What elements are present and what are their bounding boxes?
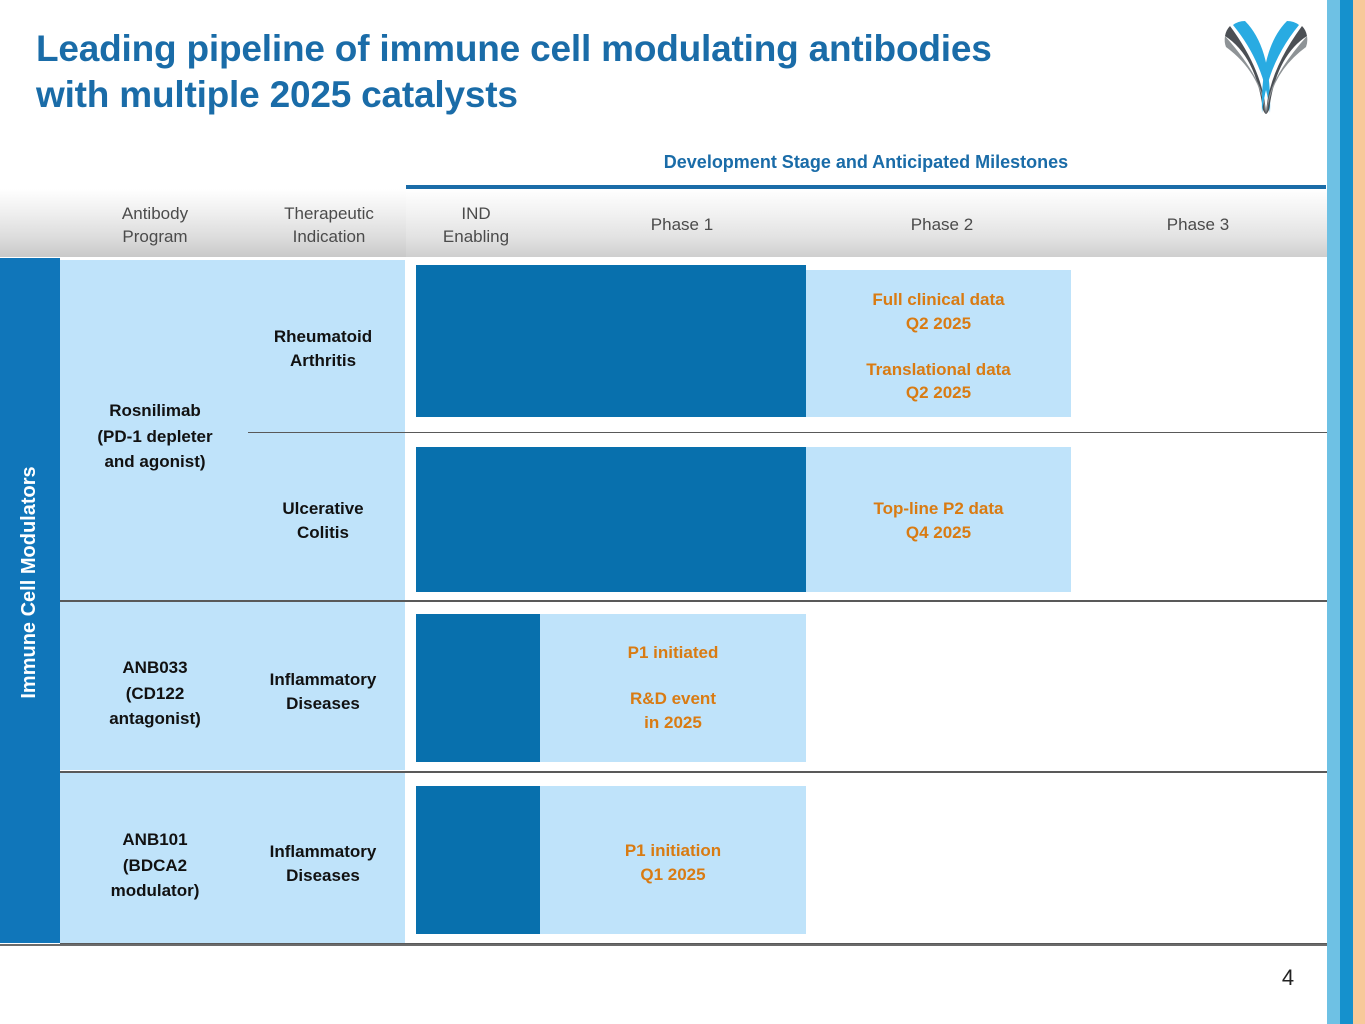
milestone-ra-0-line1: Full clinical data	[872, 290, 1005, 309]
indication-uc-line1: Ulcerative	[282, 499, 364, 518]
milestone-ra-1-line1: Translational data	[866, 359, 1011, 379]
column-header-therapeutic-indication: Therapeutic Indication	[255, 203, 403, 249]
col-antibody-line2: Program	[122, 226, 188, 246]
progress-bar-light-anb033	[540, 614, 806, 762]
indication-ulcerative-colitis: Ulcerative Colitis	[248, 497, 398, 545]
col-phase3-label: Phase 3	[1166, 215, 1230, 234]
edge-stripe-peach	[1353, 0, 1365, 1024]
indication-uc-line2: Colitis	[297, 522, 349, 542]
milestone-ra-spacer	[806, 336, 1071, 358]
col-ind-enabling-line2: Enabling	[442, 226, 510, 246]
title-line-2: with multiple 2025 catalysts	[36, 74, 518, 116]
indication-anb101-line1: Inflammatory	[269, 842, 377, 861]
col-indication-line2: Indication	[292, 226, 366, 246]
antibody-y-logo-icon	[1216, 12, 1316, 117]
milestone-rosnilimab-ra: Full clinical data Q2 2025 Translational…	[806, 288, 1071, 405]
col-antibody-line1: Antibody	[121, 204, 189, 223]
title-line-1: Leading pipeline of immune cell modulati…	[36, 28, 992, 69]
program-anb101-line1: ANB101	[122, 830, 188, 849]
col-phase1-label: Phase 1	[650, 215, 714, 234]
col-ind-enabling-line1: IND	[461, 204, 491, 223]
milestone-anb033: P1 initiated R&D event in 2025	[540, 641, 806, 734]
category-bar-label: Immune Cell Modulators	[18, 466, 40, 699]
milestone-anb033-1-line2: in 2025	[644, 712, 702, 732]
indication-anb033-line2: Diseases	[286, 693, 360, 713]
row-divider-after-anb033	[60, 771, 1327, 773]
milestone-rosnilimab-uc: Top-line P2 data Q4 2025	[806, 497, 1071, 545]
header-band-right	[406, 189, 1327, 257]
program-rosnilimab-line1: Rosnilimab	[109, 401, 201, 420]
col-indication-line1: Therapeutic	[284, 204, 374, 223]
development-stage-header: Development Stage and Anticipated Milest…	[663, 152, 1069, 172]
progress-bar-light-rosnilimab-ra	[806, 270, 1071, 417]
program-name-rosnilimab: Rosnilimab (PD-1 depleter and agonist)	[70, 398, 240, 475]
indication-anb033-inflammatory: Inflammatory Diseases	[248, 668, 398, 716]
row-divider-after-rosnilimab	[60, 600, 1327, 602]
program-anb101-line3: modulator)	[110, 881, 200, 900]
program-rosnilimab-line2: (PD-1 depleter	[97, 426, 213, 446]
column-header-phase-2: Phase 2	[836, 214, 1048, 237]
info-cell-rosnilimab	[60, 260, 405, 600]
indication-rheumatoid-arthritis: Rheumatoid Arthritis	[248, 325, 398, 373]
column-header-ind-enabling: IND Enabling	[408, 203, 544, 249]
indication-ra-line1: Rheumatoid	[273, 327, 373, 346]
edge-stripe-light-blue	[1327, 0, 1340, 1024]
column-header-phase-3: Phase 3	[1092, 214, 1304, 237]
sub-row-divider-rosnilimab	[248, 432, 1327, 433]
col-phase2-label: Phase 2	[910, 215, 974, 234]
indication-ra-line2: Arthritis	[289, 350, 357, 370]
progress-bar-dark-anb101	[416, 786, 540, 934]
program-name-anb101: ANB101 (BDCA2 modulator)	[70, 827, 240, 904]
milestone-anb101-0-line1: P1 initiation	[624, 841, 722, 860]
program-anb033-line3: antagonist)	[109, 709, 201, 728]
header-band-left	[0, 189, 406, 257]
milestone-anb033-0-line1: P1 initiated	[627, 643, 719, 662]
program-name-anb033: ANB033 (CD122 antagonist)	[70, 655, 240, 732]
page-title: Leading pipeline of immune cell modulati…	[36, 26, 1196, 119]
milestone-anb101-0-line2: Q1 2025	[640, 864, 706, 884]
progress-bar-dark-rosnilimab-ra	[416, 265, 806, 417]
program-rosnilimab-line3: and agonist)	[104, 452, 206, 471]
progress-bar-dark-rosnilimab-uc	[416, 447, 806, 592]
milestone-anb101: P1 initiation Q1 2025	[540, 839, 806, 887]
development-stage-rule	[406, 185, 1326, 189]
info-cell-anb101	[60, 773, 405, 943]
milestone-uc-0-line2: Q4 2025	[905, 522, 972, 542]
page-number: 4	[1281, 965, 1295, 990]
progress-bar-light-rosnilimab-uc	[806, 447, 1071, 592]
footer-rule	[0, 944, 1327, 946]
milestone-anb033-1-line1: R&D event	[630, 688, 716, 708]
milestone-ra-1-line2: Q2 2025	[905, 383, 972, 403]
indication-anb033-line1: Inflammatory	[269, 670, 377, 689]
program-anb033-line2: (CD122	[125, 683, 185, 703]
progress-bar-light-anb101	[540, 786, 806, 934]
column-header-phase-1: Phase 1	[576, 214, 788, 237]
column-header-antibody-program: Antibody Program	[84, 203, 226, 249]
program-anb033-line1: ANB033	[122, 658, 188, 677]
edge-stripe-blue	[1340, 0, 1353, 1024]
milestone-anb033-spacer	[540, 665, 806, 687]
milestone-uc-0-line1: Top-line P2 data	[873, 499, 1004, 518]
indication-anb101-line2: Diseases	[286, 865, 360, 885]
indication-anb101-inflammatory: Inflammatory Diseases	[248, 840, 398, 888]
program-anb101-line2: (BDCA2	[122, 855, 188, 875]
progress-bar-dark-anb033	[416, 614, 540, 762]
info-cell-anb033	[60, 602, 405, 770]
milestone-ra-0-line2: Q2 2025	[905, 313, 972, 333]
category-bar-immune-cell-modulators: Immune Cell Modulators	[0, 258, 60, 943]
